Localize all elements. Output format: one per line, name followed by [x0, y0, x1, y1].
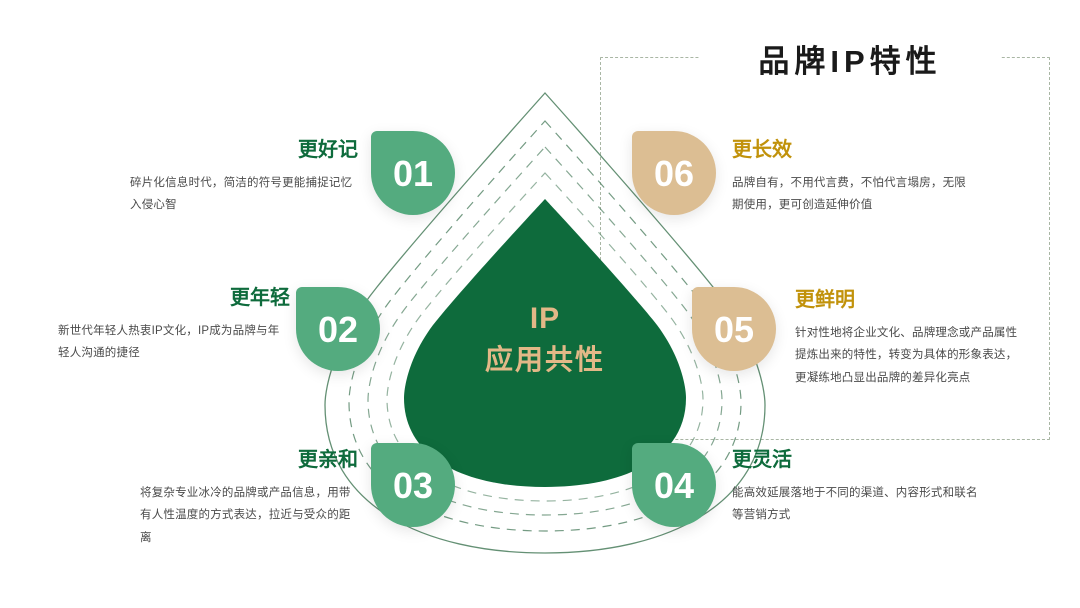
item-block-05: 更鲜明 针对性地将企业文化、品牌理念或产品属性提炼出来的特性，转变为具体的形象表…: [795, 288, 1027, 389]
ring-outer-solid: [324, 92, 766, 554]
item-02-heading: 更年轻: [230, 287, 290, 309]
badge-01[interactable]: 01: [371, 131, 455, 215]
item-04-body: 能高效延展落地于不同的渠道、内容形式和联名等营销方式: [732, 487, 978, 522]
item-03-heading: 更亲和: [298, 449, 358, 471]
badge-06-number: 06: [653, 152, 695, 194]
badge-04-number: 04: [653, 464, 695, 506]
ring-dashed-2: [367, 146, 723, 516]
core-droplet-shape: [404, 199, 686, 487]
badge-05-number: 05: [713, 308, 755, 350]
item-01-body: 碎片化信息时代，简洁的符号更能捕捉记忆入侵心智: [130, 177, 353, 212]
badge-04[interactable]: 04: [632, 443, 716, 527]
item-06-heading: 更长效: [732, 139, 792, 161]
badge-05[interactable]: 05: [692, 287, 776, 371]
item-03-body: 将复杂专业冰冷的品牌或产品信息，用带有人性温度的方式表达，拉近与受众的距离: [140, 487, 351, 544]
badge-06[interactable]: 06: [632, 131, 716, 215]
badge-01-number: 01: [392, 152, 434, 194]
page-title-container: 品牌IP特性: [700, 30, 1000, 86]
page-title: 品牌IP特性: [758, 43, 942, 79]
item-block-04: 更灵活 能高效延展落地于不同的渠道、内容形式和联名等营销方式: [732, 448, 982, 527]
badge-02-number: 02: [317, 308, 359, 350]
item-block-06: 更长效 品牌自有，不用代言费，不怕代言塌房，无限期使用，更可创造延伸价值: [732, 138, 967, 217]
badge-02[interactable]: 02: [296, 287, 380, 371]
item-06-body: 品牌自有，不用代言费，不怕代言塌房，无限期使用，更可创造延伸价值: [732, 177, 966, 212]
item-block-03: 更亲和 将复杂专业冰冷的品牌或产品信息，用带有人性温度的方式表达，拉近与受众的距…: [140, 448, 358, 549]
item-04-heading: 更灵活: [732, 449, 792, 471]
item-block-02: 更年轻 新世代年轻人热衷IP文化，IP成为品牌与年轻人沟通的捷径: [58, 286, 290, 365]
ring-dashed-3: [386, 172, 704, 502]
item-02-body: 新世代年轻人热衷IP文化，IP成为品牌与年轻人沟通的捷径: [58, 325, 280, 360]
badge-03-number: 03: [392, 464, 434, 506]
item-block-01: 更好记 碎片化信息时代，简洁的符号更能捕捉记忆入侵心智: [130, 138, 358, 217]
item-05-body: 针对性地将企业文化、品牌理念或产品属性提炼出来的特性，转变为具体的形象表达，更凝…: [795, 327, 1018, 384]
badge-03[interactable]: 03: [371, 443, 455, 527]
item-05-heading: 更鲜明: [795, 289, 855, 311]
item-01-heading: 更好记: [298, 139, 358, 161]
